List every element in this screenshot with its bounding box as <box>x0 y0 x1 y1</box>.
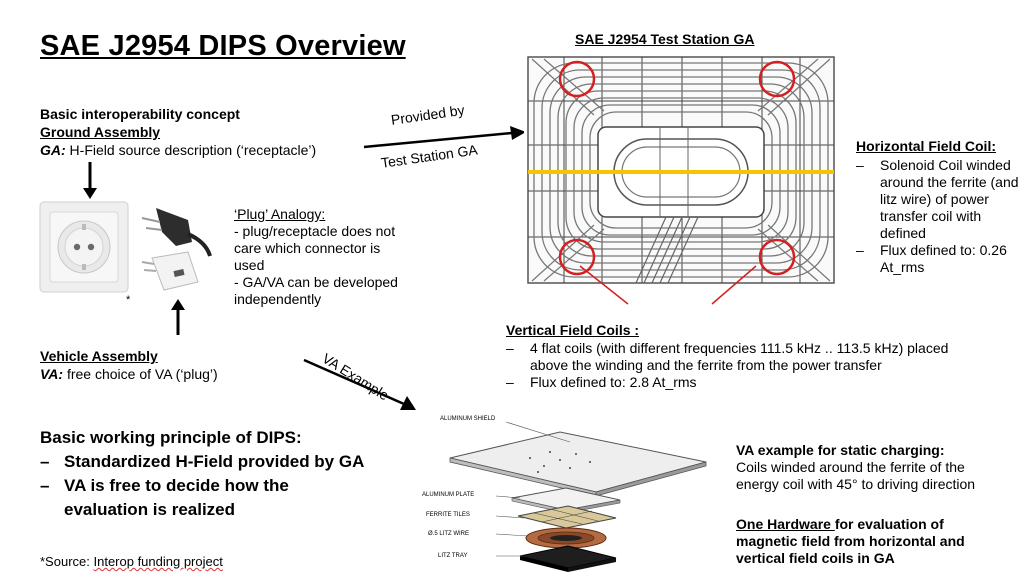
source-prefix: *Source: <box>40 554 94 569</box>
label-ferrite-tiles: FERRITE TILES <box>426 512 470 518</box>
horizontal-item: Flux defined to: 0.26 At_rms <box>856 242 1024 276</box>
va-static-line: Coils winded around the ferrite of the <box>736 459 965 475</box>
principle-list: Standardized H-Field provided by GA VA i… <box>40 450 400 522</box>
label-litz-wire: Ø.5 LITZ WIRE <box>428 531 470 537</box>
va-desc-text: free choice of VA (‘plug’) <box>63 366 218 382</box>
va-static-desc: Coils winded around the ferrite of the e… <box>736 459 975 493</box>
hardware-note: One Hardware for evaluation of magnetic … <box>736 516 965 567</box>
plug-line: care which connector is <box>234 240 381 256</box>
vertical-item: Flux defined to: 2.8 At_rms <box>506 374 986 391</box>
station-heading: SAE J2954 Test Station GA <box>575 31 755 47</box>
right-arrow-icon <box>363 126 526 149</box>
page-title: SAE J2954 DIPS Overview <box>40 30 406 62</box>
va-description: VA: free choice of VA (‘plug’) <box>40 366 218 383</box>
diagonal-arrow-icon <box>303 358 416 410</box>
hardware-line: magnetic field from horizontal and <box>736 533 965 549</box>
horizontal-list: Solenoid Coil winded around the ferrite … <box>856 157 1024 276</box>
ga-heading: Ground Assembly <box>40 124 161 140</box>
principle-item: Standardized H-Field provided by GA <box>40 450 400 474</box>
asterisk-note: * <box>126 294 131 306</box>
ga-desc-text: H-Field source description (‘receptacle’… <box>65 142 317 158</box>
hardware-underline: One Hardware <box>736 516 835 532</box>
plug-line: independently <box>234 291 322 307</box>
down-arrow-icon <box>83 162 97 199</box>
va-abbr: VA: <box>40 366 64 382</box>
socket-plug-image <box>39 201 212 293</box>
vertical-item: 4 flat coils (with different frequencies… <box>506 340 986 374</box>
ga-abbr: GA: <box>40 142 66 158</box>
principle-item: VA is free to decide how the evaluation … <box>40 474 349 522</box>
plug-line: - GA/VA can be developed <box>234 274 398 290</box>
label-litz-tray: LITZ TRAY <box>438 553 468 559</box>
concept-heading: Basic interoperability concept <box>40 106 240 122</box>
hardware-line: vertical field coils in GA <box>736 550 895 566</box>
va-static-line: energy coil with 45° to driving directio… <box>736 476 976 492</box>
principle-heading: Basic working principle of DIPS: <box>40 428 302 447</box>
hardware-rest: for evaluation of <box>834 516 944 532</box>
plug-analogy: ‘Plug’ Analogy: - plug/receptacle does n… <box>234 206 398 308</box>
label-aluminum-shield: ALUMINUM SHIELD <box>440 416 496 422</box>
label-aluminum-plate: ALUMINUM PLATE <box>422 492 475 498</box>
vertical-list: 4 flat coils (with different frequencies… <box>506 340 986 391</box>
plug-line: - plug/receptacle does not <box>234 223 396 239</box>
plug-line: used <box>234 257 265 273</box>
va-exploded-diagram <box>449 421 707 572</box>
source-note: *Source: Interop funding project <box>40 554 223 569</box>
horizontal-item: Solenoid Coil winded around the ferrite … <box>856 157 1024 242</box>
plug-heading: ‘Plug’ Analogy: <box>234 206 326 222</box>
va-heading: Vehicle Assembly <box>40 348 158 364</box>
up-arrow-icon <box>171 299 185 335</box>
ga-description: GA: H-Field source description (‘recepta… <box>40 142 316 159</box>
pointer-lines <box>579 265 757 305</box>
source-link[interactable]: Interop funding project <box>93 554 223 569</box>
va-static-heading: VA example for static charging: <box>736 442 945 458</box>
test-station-coil-diagram <box>524 55 838 285</box>
vertical-heading: Vertical Field Coils : <box>506 322 640 338</box>
horizontal-heading: Horizontal Field Coil: <box>856 138 996 154</box>
